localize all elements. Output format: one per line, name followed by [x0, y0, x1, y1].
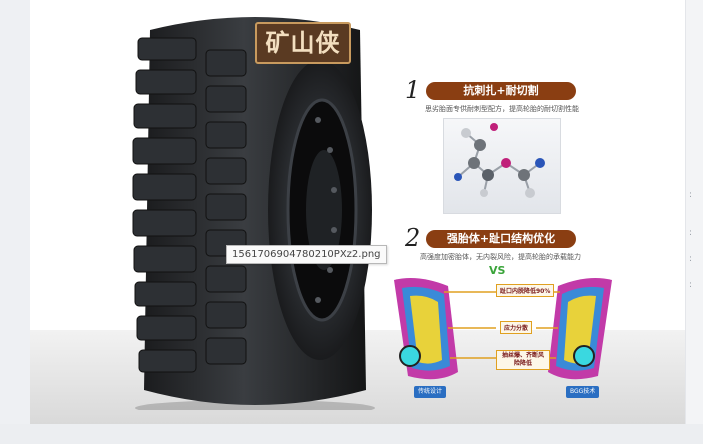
diagram-label-2: 应力分散	[500, 321, 533, 334]
feature-2-title: 强胎体+趾口结构优化	[426, 230, 576, 248]
filename-tooltip: 1561706904780210PXz2.png	[226, 245, 387, 264]
side-glyph: :	[689, 280, 693, 290]
feature-2-desc: 高强度加密胎体，无内裂风险，提高轮胎的承载能力	[420, 253, 581, 261]
feature-2-number: 2	[405, 224, 421, 252]
side-glyph: :	[689, 190, 693, 200]
tire-illustration	[132, 17, 375, 410]
product-image: 矿山侠 1 抗刺扎+耐切割 思劣胎面专供耐刺型配方，提高轮胎的耐切割性能 2	[30, 0, 686, 424]
side-glyph: :	[689, 254, 693, 264]
side-glyph: :	[689, 228, 693, 238]
feature-1-number: 1	[405, 76, 421, 104]
structure-diagram: 趾口内脱降低90% 应力分散 抽丝爆、齐断风险降低 传统设计 BGG技术	[388, 272, 618, 404]
brand-logo: 矿山侠	[255, 22, 351, 64]
feature-1-title: 抗刺扎+耐切割	[426, 82, 576, 100]
feature-1-desc: 思劣胎面专供耐刺型配方，提高轮胎的耐切割性能	[425, 105, 579, 113]
bgg-technology-caption: BGG技术	[566, 386, 600, 398]
diagram-label-3: 抽丝爆、齐断风险降低	[496, 350, 550, 370]
side-scroll-strip[interactable]: : : : :	[685, 0, 703, 444]
molecule-image	[443, 118, 561, 214]
structure-diagram-graphic	[394, 278, 612, 380]
vs-label: VS	[489, 264, 506, 277]
diagram-label-1: 趾口内脱降低90%	[496, 284, 555, 297]
bottom-bar	[0, 424, 703, 444]
traditional-design-caption: 传统设计	[414, 386, 447, 398]
